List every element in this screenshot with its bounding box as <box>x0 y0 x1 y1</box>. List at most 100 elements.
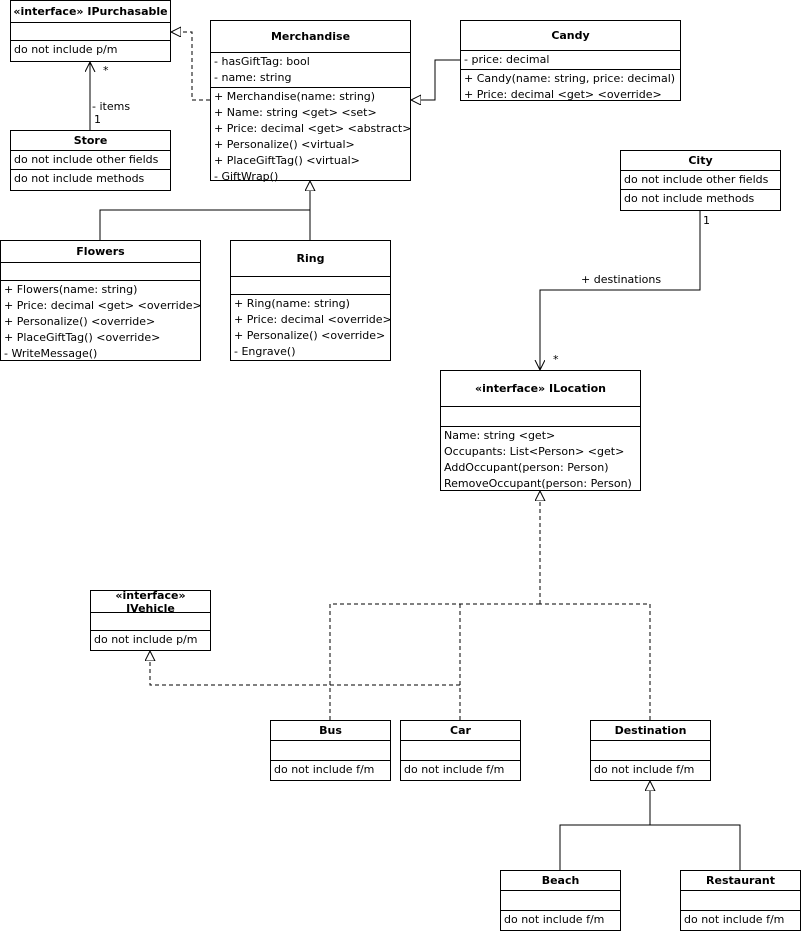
method-row: - Engrave() <box>234 345 296 358</box>
methods-section: do not include f/m <box>271 761 390 779</box>
fields-section: do not include other fields <box>621 171 780 190</box>
fields-section <box>401 741 520 761</box>
method-row: RemoveOccupant(person: Person) <box>444 477 632 490</box>
class-title: Restaurant <box>681 871 800 891</box>
method-row: - WriteMessage() <box>4 347 98 360</box>
fields-section <box>91 613 210 631</box>
class-title: Car <box>401 721 520 741</box>
method-row: do not include f/m <box>684 913 785 926</box>
bus-realizes-ilocation <box>329 603 540 720</box>
methods-section: + Candy(name: string, price: decimal) + … <box>461 70 680 104</box>
class-ivehicle[interactable]: «interface» IVehicle do not include p/m <box>90 589 211 651</box>
methods-section: + Merchandise(name: string) + Name: stri… <box>211 88 412 186</box>
methods-section: do not include p/m <box>91 631 210 649</box>
method-row: do not include p/m <box>94 633 198 646</box>
method-row: + Price: decimal <get> <override> <box>464 88 662 101</box>
method-row: + PlaceGiftTag() <virtual> <box>214 154 360 167</box>
method-row: do not include methods <box>14 172 145 185</box>
items-role-label: - items <box>92 100 131 113</box>
field-row: - hasGiftTag: bool <box>214 55 310 68</box>
class-destination[interactable]: Destination do not include f/m <box>590 720 711 781</box>
methods-section: do not include methods <box>621 190 780 208</box>
method-row: AddOccupant(person: Person) <box>444 461 609 474</box>
methods-section: do not include f/m <box>591 761 710 779</box>
method-row: + Merchandise(name: string) <box>214 90 376 103</box>
fields-section: - price: decimal <box>461 51 680 70</box>
class-ring[interactable]: Ring + Ring(name: string) + Price: decim… <box>230 240 392 361</box>
destinations-role-label: + destinations <box>581 273 662 286</box>
merchandise-realizes-ipurchasable <box>171 32 210 101</box>
class-ipurchasable[interactable]: «interface» IPurchasable do not include … <box>10 0 171 62</box>
class-store[interactable]: Store do not include other fields do not… <box>10 130 171 191</box>
fields-section <box>271 741 390 761</box>
class-ilocation[interactable]: «interface» ILocation Name: string <get>… <box>440 370 641 491</box>
methods-section: do not include methods <box>11 170 170 188</box>
method-row: do not include methods <box>624 192 755 205</box>
fields-section: do not include other fields <box>11 151 170 170</box>
method-row: do not include p/m <box>14 43 118 56</box>
method-row: + Price: decimal <get> <abstract> <box>214 122 412 135</box>
fields-section <box>11 23 170 41</box>
items-multiplicity: * <box>103 64 109 77</box>
destinations-multiplicity: * <box>553 353 559 366</box>
field-row: - name: string <box>214 71 292 84</box>
method-row: + Personalize() <override> <box>4 315 156 328</box>
method-row: do not include f/m <box>504 913 605 926</box>
class-flowers[interactable]: Flowers + Flowers(name: string) + Price:… <box>0 240 202 363</box>
class-beach[interactable]: Beach do not include f/m <box>500 870 621 931</box>
methods-section: do not include p/m <box>11 41 170 59</box>
methods-section: do not include f/m <box>681 911 800 929</box>
class-candy[interactable]: Candy - price: decimal + Candy(name: str… <box>460 20 681 101</box>
class-city[interactable]: City do not include other fields do not … <box>620 150 781 211</box>
store-multiplicity: 1 <box>94 113 101 126</box>
class-car[interactable]: Car do not include f/m <box>400 720 521 781</box>
class-title: City <box>621 151 780 171</box>
fields-section <box>501 891 620 911</box>
method-row: - GiftWrap() <box>214 170 279 183</box>
method-row: Name: string <get> <box>444 429 556 442</box>
class-merchandise[interactable]: Merchandise - hasGiftTag: bool - name: s… <box>210 20 411 183</box>
methods-section: do not include f/m <box>501 911 620 929</box>
methods-section: + Ring(name: string) + Price: decimal <o… <box>231 295 392 361</box>
fields-section <box>441 407 640 427</box>
class-title: «interface» IVehicle <box>91 589 210 615</box>
destination-realizes-ilocation <box>540 603 651 720</box>
method-row: do not include f/m <box>594 763 695 776</box>
fields-section: - hasGiftTag: bool - name: string <box>211 53 410 88</box>
method-row: + Personalize() <virtual> <box>214 138 355 151</box>
class-title: Beach <box>501 871 620 891</box>
field-row: do not include other fields <box>14 153 159 166</box>
class-title: Destination <box>591 721 710 741</box>
fields-section <box>591 741 710 761</box>
method-row: + Price: decimal <override> <box>234 313 392 326</box>
method-row: do not include f/m <box>274 763 375 776</box>
restaurant-extends-destination <box>650 824 741 870</box>
class-title: Flowers <box>1 241 200 263</box>
city-destinations-association <box>540 210 701 370</box>
class-title: Bus <box>271 721 390 741</box>
field-row: do not include other fields <box>624 173 769 186</box>
field-row: - price: decimal <box>464 53 550 66</box>
methods-section: do not include f/m <box>401 761 520 779</box>
method-row: do not include f/m <box>404 763 505 776</box>
class-title: «interface» ILocation <box>441 371 640 407</box>
fields-section <box>681 891 800 911</box>
methods-section: + Flowers(name: string) + Price: decimal… <box>1 281 202 363</box>
flowers-extends-merchandise <box>99 209 310 240</box>
method-row: + Ring(name: string) <box>234 297 350 310</box>
car-realizes-ivehicle <box>150 651 461 720</box>
class-bus[interactable]: Bus do not include f/m <box>270 720 391 781</box>
method-row: Occupants: List<Person> <get> <box>444 445 625 458</box>
method-row: + Flowers(name: string) <box>4 283 138 296</box>
method-row: + Price: decimal <get> <override> <box>4 299 202 312</box>
class-restaurant[interactable]: Restaurant do not include f/m <box>680 870 801 931</box>
method-row: + Personalize() <override> <box>234 329 386 342</box>
fields-section <box>1 263 200 281</box>
candy-extends-merchandise <box>411 59 460 100</box>
class-title: Ring <box>231 241 390 277</box>
fields-section <box>231 277 390 295</box>
class-title: Store <box>11 131 170 151</box>
method-row: + PlaceGiftTag() <override> <box>4 331 161 344</box>
class-title: Merchandise <box>211 21 410 53</box>
